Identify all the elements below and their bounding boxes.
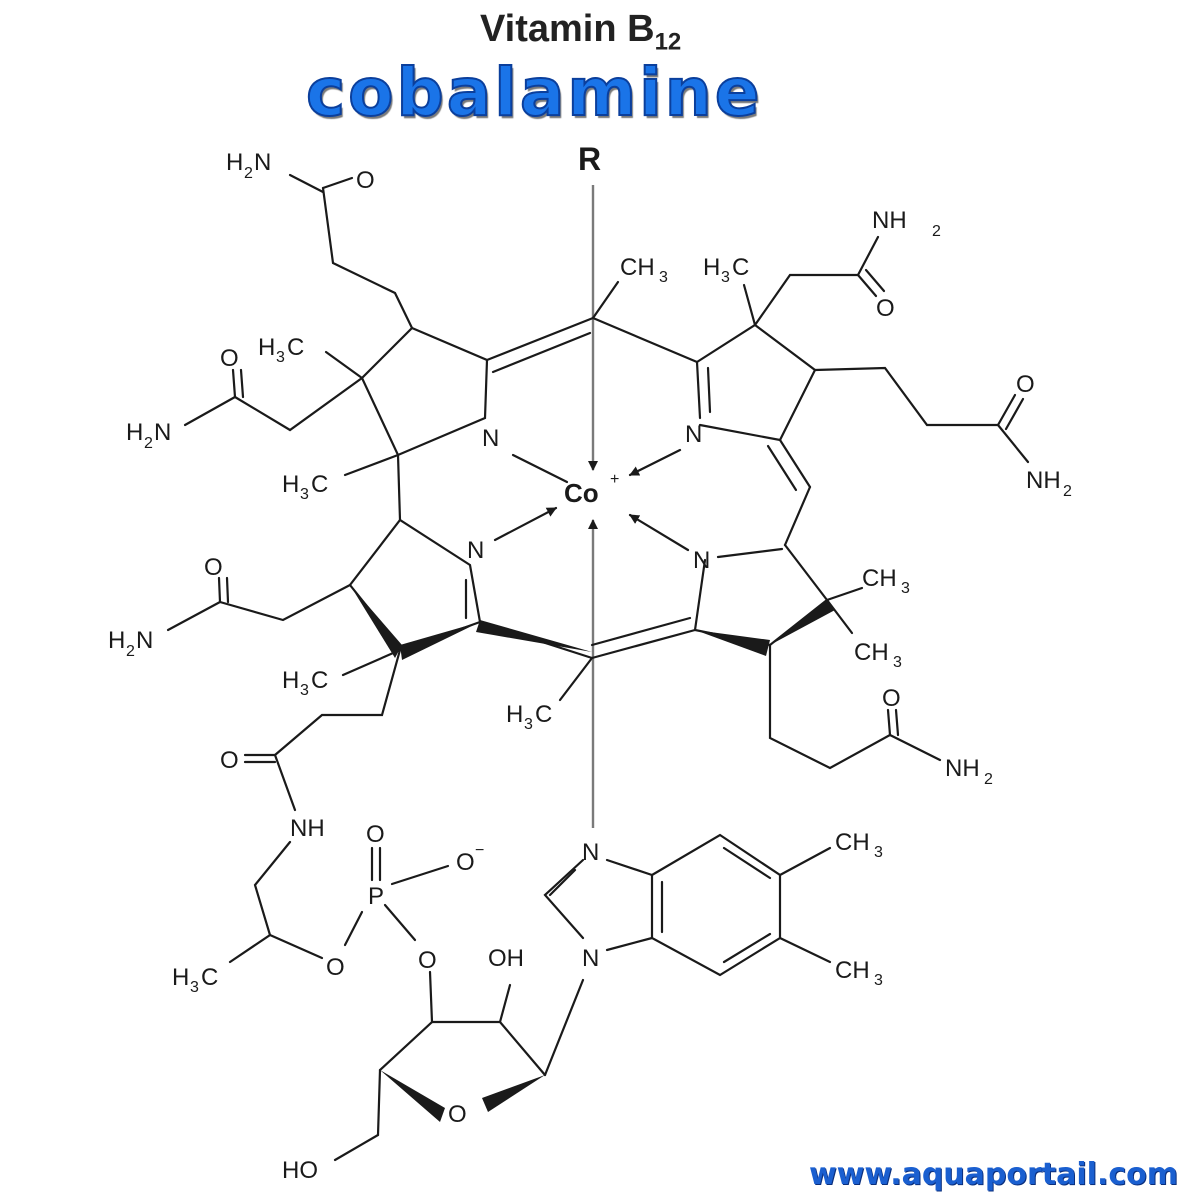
label-h2n-2-h: H bbox=[126, 419, 143, 446]
label-h3c-1-h: H bbox=[258, 334, 275, 361]
subtitle: cobalamine bbox=[305, 53, 763, 132]
label-n3: N bbox=[467, 537, 484, 564]
atom-labels: R Co + N N N N H 2 N O H 3 C O H 2 N H 3… bbox=[108, 141, 1072, 1184]
wedge-bonds bbox=[350, 585, 835, 1122]
label-ho: HO bbox=[282, 1157, 318, 1184]
label-o-8: O bbox=[366, 821, 385, 848]
label-nh2-3-2: 2 bbox=[984, 771, 993, 788]
label-o-10: O bbox=[418, 947, 437, 974]
label-ch3-2-3: 3 bbox=[901, 580, 910, 597]
label-nh2-2: NH bbox=[1026, 467, 1061, 494]
label-h2n-3-n: N bbox=[136, 627, 153, 654]
label-h3c-5-3: 3 bbox=[524, 716, 533, 733]
label-h3c-4-h: H bbox=[282, 667, 299, 694]
label-p: P bbox=[368, 883, 384, 910]
label-h3c-2-3: 3 bbox=[300, 486, 309, 503]
label-h3c-5-h: H bbox=[506, 701, 523, 728]
label-h2n-3-2: 2 bbox=[126, 643, 135, 660]
label-h3c-4-3: 3 bbox=[300, 682, 309, 699]
label-co: Co bbox=[564, 478, 599, 508]
label-nh: NH bbox=[290, 815, 325, 842]
label-co-charge: + bbox=[610, 471, 619, 488]
label-ch3-1: CH bbox=[620, 254, 655, 281]
label-ch3-3-3: 3 bbox=[893, 654, 902, 671]
label-r: R bbox=[578, 141, 601, 177]
label-o-minus: O bbox=[456, 849, 475, 876]
label-nh2-1-2: 2 bbox=[932, 223, 941, 240]
label-n4: N bbox=[693, 547, 710, 574]
label-h3c-5-c: C bbox=[535, 701, 552, 728]
label-o-4: O bbox=[1016, 371, 1035, 398]
label-o-7: O bbox=[220, 747, 239, 774]
side-chains bbox=[166, 173, 1030, 1162]
label-h2n-2-2: 2 bbox=[144, 435, 153, 452]
label-n2: N bbox=[685, 421, 702, 448]
label-h3c-2-h: H bbox=[282, 471, 299, 498]
label-o-3: O bbox=[876, 295, 895, 322]
label-oh: OH bbox=[488, 945, 524, 972]
label-minus: − bbox=[475, 842, 484, 859]
label-n-bz-2: N bbox=[582, 945, 599, 972]
label-ch3-4-3: 3 bbox=[874, 844, 883, 861]
label-ch3-5-3: 3 bbox=[874, 972, 883, 989]
label-h3c-6-c: C bbox=[201, 964, 218, 991]
label-nh2-2-2: 2 bbox=[1063, 483, 1072, 500]
page-title: Vitamin B12 bbox=[480, 8, 682, 56]
label-o-1: O bbox=[356, 167, 375, 194]
label-nh2-3: NH bbox=[945, 755, 980, 782]
label-h3c-6-h: H bbox=[172, 964, 189, 991]
label-h2n-1-h: H bbox=[226, 149, 243, 176]
label-h3c-1-c: C bbox=[287, 334, 304, 361]
label-h2n-2-n: N bbox=[154, 419, 171, 446]
label-o-6: O bbox=[204, 554, 223, 581]
label-ch3-1-3: 3 bbox=[659, 269, 668, 286]
label-o-5: O bbox=[882, 685, 901, 712]
label-h3c-4-c: C bbox=[311, 667, 328, 694]
label-o-9: O bbox=[326, 954, 345, 981]
label-ch3-5: CH bbox=[835, 957, 870, 984]
label-h2n-1-n: N bbox=[254, 149, 271, 176]
corrin-ring-bonds bbox=[348, 316, 829, 660]
label-h3c-1-3: 3 bbox=[276, 349, 285, 366]
label-o-ring: O bbox=[448, 1101, 467, 1128]
label-ch3-3: CH bbox=[854, 639, 889, 666]
label-ch3-4: CH bbox=[835, 829, 870, 856]
label-o-2: O bbox=[220, 345, 239, 372]
label-n1: N bbox=[482, 425, 499, 452]
label-h3c-6-3: 3 bbox=[190, 979, 199, 996]
label-h2n-1-2: 2 bbox=[244, 165, 253, 182]
watermark-link[interactable]: www.aquaportail.com bbox=[808, 1157, 1178, 1192]
label-nh2-1: NH bbox=[872, 207, 907, 234]
label-h3c-2-c: C bbox=[311, 471, 328, 498]
label-n-bz-1: N bbox=[582, 839, 599, 866]
label-ch3-2: CH bbox=[862, 565, 897, 592]
label-h3c-3-c: C bbox=[732, 254, 749, 281]
label-h2n-3-h: H bbox=[108, 627, 125, 654]
label-h3c-3-3: 3 bbox=[721, 269, 730, 286]
label-h3c-3-h: H bbox=[703, 254, 720, 281]
